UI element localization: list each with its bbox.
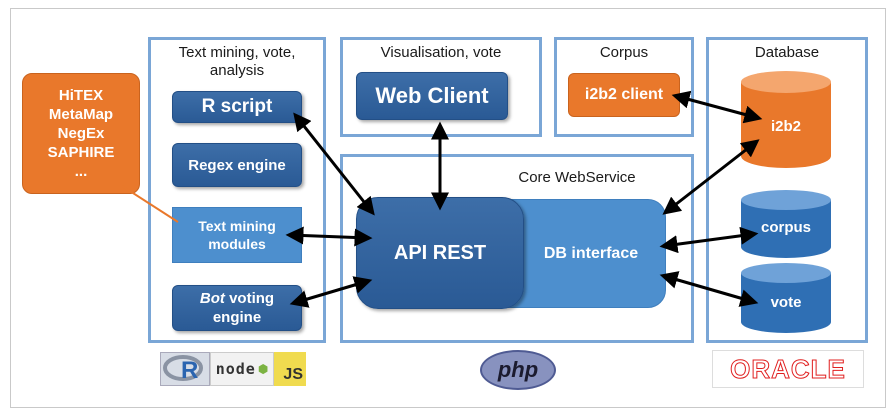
db-interface-label: DB interface xyxy=(543,244,639,262)
arrow-dbinterface-vote xyxy=(659,271,759,307)
arrow-dbinterface-corpus xyxy=(659,226,759,254)
vote-database-label: vote xyxy=(770,294,802,311)
api-rest-box: API REST xyxy=(356,197,524,309)
r-logo-letter: R xyxy=(181,357,199,384)
tool-more: ... xyxy=(74,163,88,180)
voting-engine-word: voting engine xyxy=(212,290,275,326)
text-mining-modules-box: Text mining modules xyxy=(172,207,302,263)
arrow-dbinterface-i2b2 xyxy=(662,139,760,215)
node-logo: node ⬢ xyxy=(210,352,274,386)
diagram-frame xyxy=(10,8,886,408)
arrow-modules-api xyxy=(285,226,373,247)
panel-visualisation-title: Visualisation, vote xyxy=(380,44,502,61)
tool-negex: NegEx xyxy=(57,125,105,142)
php-logo-text: php xyxy=(497,357,539,382)
vote-database: vote xyxy=(740,262,832,334)
regex-engine-box: Regex engine xyxy=(172,143,302,187)
panel-corpus-title: Corpus xyxy=(599,44,649,61)
r-logo: R xyxy=(160,352,210,386)
i2b2-cylinder-icon xyxy=(741,71,831,168)
corpus-cylinder-icon xyxy=(741,190,831,258)
vote-cylinder-icon xyxy=(741,263,831,333)
i2b2-client-box: i2b2 client xyxy=(568,73,680,117)
i2b2-database: i2b2 xyxy=(740,70,832,170)
arrow-bot-api xyxy=(289,276,373,308)
web-client-label: Web Client xyxy=(375,83,489,108)
oracle-logo-text: ORACLE xyxy=(730,353,846,384)
i2b2-client-label: i2b2 client xyxy=(584,86,664,103)
web-client-box: Web Client xyxy=(356,72,508,120)
panel-text-mining-title: Text mining, vote, analysis xyxy=(178,44,296,79)
bot-voting-engine-box: Bot voting engine xyxy=(172,285,302,331)
arrow-r-script-api xyxy=(293,112,375,216)
bot-word: Bot xyxy=(199,290,225,307)
panel-core-title: Core WebService xyxy=(518,169,636,186)
node-logo-text: node xyxy=(215,360,256,378)
oracle-logo: ORACLE xyxy=(712,350,864,388)
tool-metamap: MetaMap xyxy=(48,106,114,123)
php-logo: php xyxy=(480,350,556,390)
bot-voting-engine-label: Bot voting engine xyxy=(189,289,285,327)
i2b2-database-label: i2b2 xyxy=(770,118,801,135)
r-logo-icon xyxy=(163,355,203,381)
tools-to-modules-line xyxy=(121,185,179,223)
node-hexagon-icon: ⬢ xyxy=(257,362,269,376)
js-logo-text: JS xyxy=(283,366,303,383)
api-rest-label: API REST xyxy=(393,241,487,264)
nlp-tools-box: HiTEX MetaMap NegEx SAPHIRE ... xyxy=(22,73,140,194)
tool-hitex: HiTEX xyxy=(58,87,104,104)
corpus-database-label: corpus xyxy=(760,219,811,236)
arrow-i2b2client-i2b2 xyxy=(671,90,763,124)
tool-saphire: SAPHIRE xyxy=(47,144,115,161)
panel-database-title: Database xyxy=(754,44,820,61)
text-mining-modules-label: Text mining modules xyxy=(198,218,276,252)
corpus-database: corpus xyxy=(740,189,832,259)
js-logo: JS xyxy=(274,352,306,386)
r-script-label: R script xyxy=(201,96,273,117)
r-script-box: R script xyxy=(172,91,302,123)
regex-engine-label: Regex engine xyxy=(188,156,286,174)
